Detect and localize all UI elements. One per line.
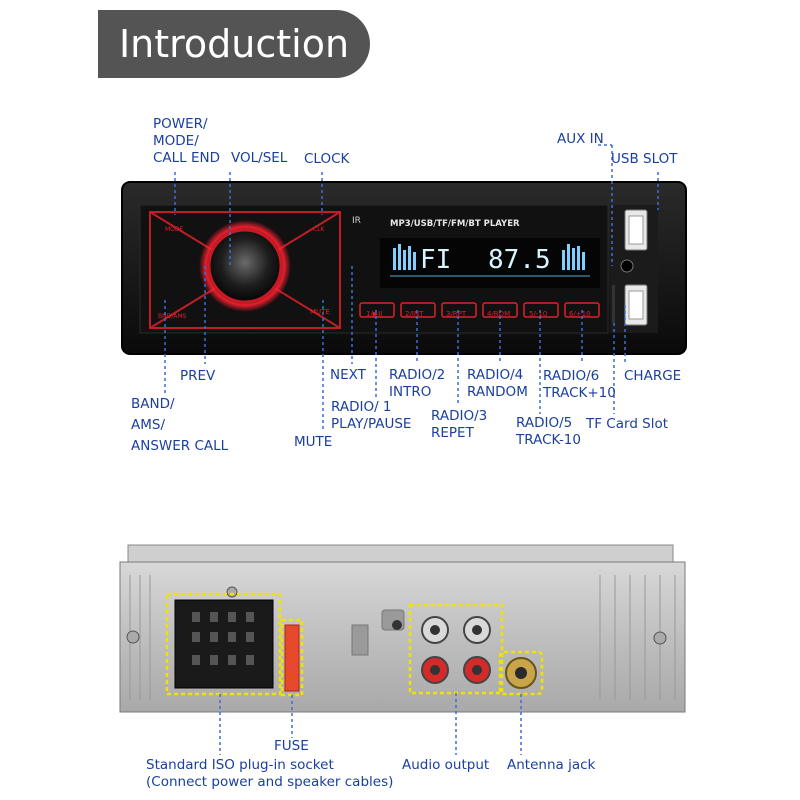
preset-button-3[interactable]: 3/RPT (446, 310, 467, 318)
antenna-jack-center (515, 667, 527, 679)
label-aux-in: AUX IN (557, 131, 604, 147)
iso-socket-callout (165, 592, 282, 696)
aux-jack[interactable] (620, 259, 634, 273)
rca-jacks[interactable] (421, 616, 491, 684)
rear-hole (392, 620, 402, 630)
fuse[interactable] (284, 624, 300, 692)
label-antenna-jack: Antenna jack (507, 757, 596, 773)
spectrum-right (562, 244, 585, 270)
label-charge: CHARGE (624, 368, 682, 384)
display-band: FI (420, 245, 452, 275)
preset-button-6[interactable]: 6/+10 (569, 310, 591, 318)
screw-top (226, 586, 238, 598)
iso-pins (192, 612, 254, 665)
volume-knob[interactable] (207, 228, 283, 304)
player-label: MP3/USB/TF/FM/BT PLAYER (390, 219, 520, 229)
usb-port-top-inner (628, 215, 644, 245)
label-vol-sel: VOL/SEL (231, 150, 288, 166)
preset-button-4[interactable]: 4/RDM (487, 310, 511, 318)
label-prev: PREV (180, 368, 216, 384)
preset-button-2[interactable]: 2/INT (405, 310, 424, 318)
label-fuse: FUSE (274, 738, 309, 754)
clock-button[interactable]: CLK (313, 226, 325, 233)
band-button[interactable]: BND/AMS (158, 313, 187, 320)
label-mute: MUTE (294, 434, 333, 450)
label-usb-slot: USB SLOT (611, 151, 678, 167)
mute-button[interactable]: MUTE (310, 308, 330, 316)
screw-left (126, 630, 140, 644)
mode-button[interactable]: MODE (165, 226, 184, 233)
usb-port-bottom-inner (628, 290, 644, 320)
label-audio-output: Audio output (402, 757, 490, 773)
spectrum-left (393, 244, 416, 270)
leader-lines (164, 144, 659, 430)
label-iso-socket: Standard ISO plug-in socket(Connect powe… (146, 757, 394, 790)
tf-card-slot[interactable] (612, 285, 615, 323)
label-tf-card: TF Card Slot (586, 416, 669, 432)
antenna-callout (498, 650, 544, 696)
label-next: NEXT (330, 367, 366, 383)
label-band: BAND/AMS/ANSWER CALL (131, 396, 229, 454)
display-frequency: 87.5 (488, 245, 551, 275)
rear-leader-lines (219, 693, 522, 755)
preset-button-5[interactable]: 5/-10 (529, 310, 548, 318)
preset-button-1[interactable]: 1/▶II (366, 310, 383, 318)
page-title: Introduction (98, 10, 370, 78)
ir-label: IR (352, 216, 361, 226)
label-power: POWER/MODE/CALL END (153, 116, 221, 166)
iso-socket[interactable] (174, 599, 274, 689)
rear-top-lip (127, 544, 674, 564)
screw-right (653, 631, 667, 645)
label-clock: CLOCK (304, 151, 350, 167)
rear-ribs (129, 575, 676, 700)
